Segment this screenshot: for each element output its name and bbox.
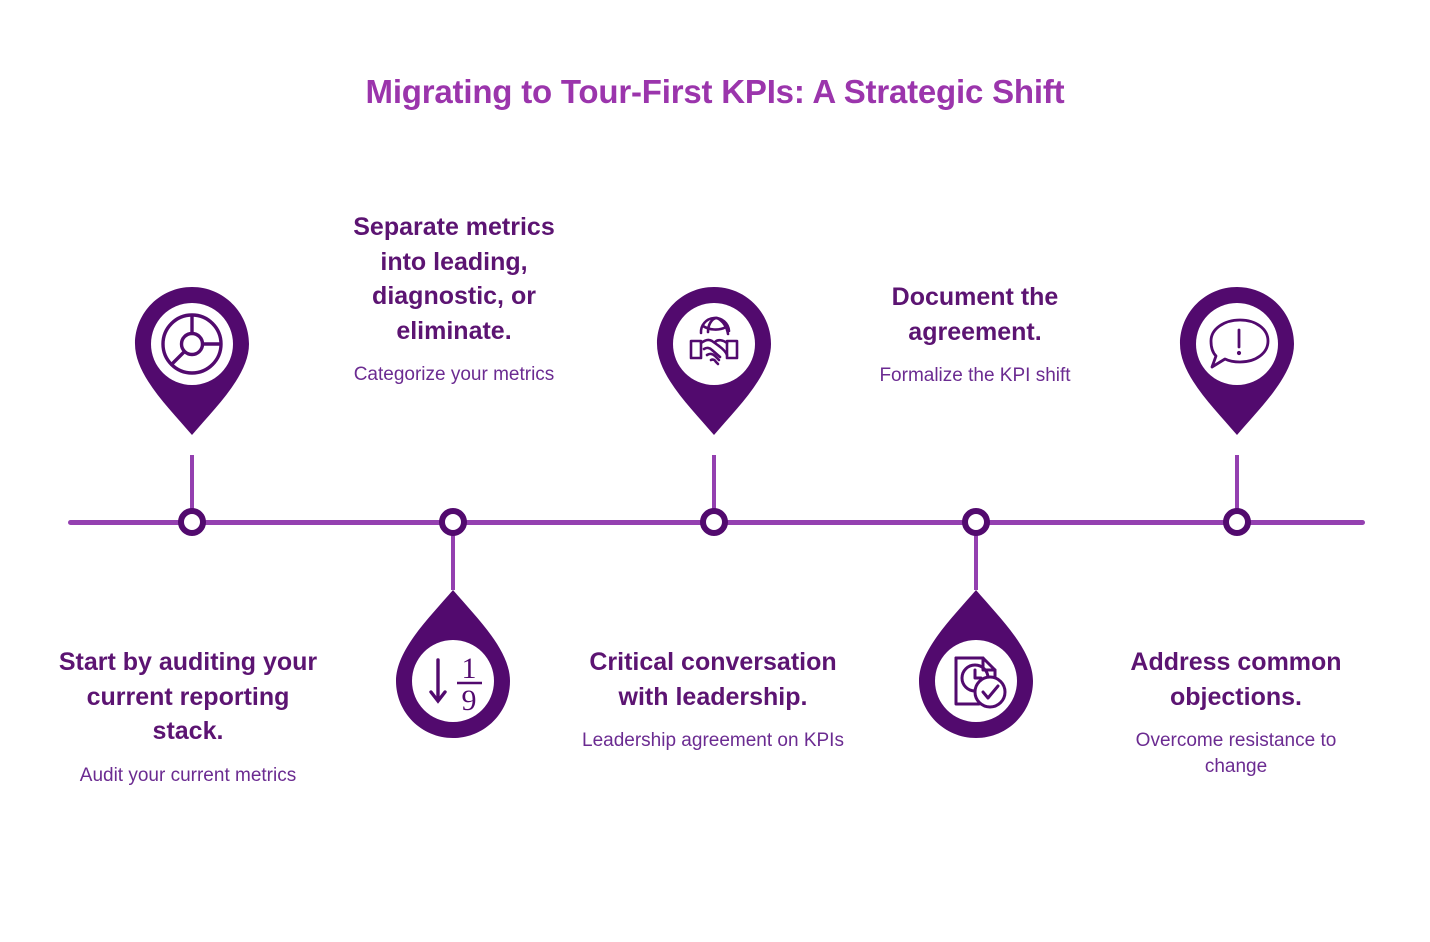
timeline-pin-2[interactable]: 1 9 — [394, 588, 512, 740]
timeline-pin-3[interactable] — [655, 285, 773, 437]
timeline-text-block-2: Separate metrics into leading, diagnosti… — [327, 210, 581, 388]
timeline-node-3[interactable] — [700, 508, 728, 536]
timeline-text-block-3: Critical conversation with leadership. L… — [576, 645, 850, 754]
timeline-text-block-4: Document the agreement. Formalize the KP… — [851, 280, 1099, 389]
timeline-text-block-1: Start by auditing your current reporting… — [52, 645, 324, 788]
timeline-pin-4[interactable] — [917, 588, 1035, 740]
pin-inner-circle-icon — [412, 640, 494, 722]
timeline-node-2[interactable] — [439, 508, 467, 536]
pin-inner-circle-icon — [935, 640, 1017, 722]
icon-denominator-label: 9 — [462, 684, 477, 717]
step-heading-3: Critical conversation with leadership. — [589, 648, 837, 711]
step-heading-5: Address common objections. — [1130, 648, 1342, 711]
pin-inner-circle-icon — [1196, 303, 1278, 385]
donut-chart-icon — [161, 313, 223, 375]
sort-descending-icon — [429, 658, 447, 704]
page-title: Migrating to Tour-First KPIs: A Strategi… — [365, 73, 1065, 110]
step-subtitle-5: Overcome resistance to change — [1135, 730, 1337, 777]
timeline-stem-5 — [1235, 455, 1239, 523]
step-subtitle-1: Audit your current metrics — [79, 764, 297, 786]
timeline-stem-1 — [190, 455, 194, 523]
handshake-globe-icon — [689, 316, 739, 366]
timeline-stem-3 — [712, 455, 716, 523]
speech-bubble-exclamation-icon — [1209, 318, 1270, 369]
step-heading-2: Separate metrics into leading, diagnosti… — [353, 213, 555, 345]
step-heading-1: Start by auditing your current reporting… — [58, 648, 318, 745]
document-clock-check-icon — [954, 656, 1007, 709]
timeline-node-4[interactable] — [962, 508, 990, 536]
timeline-node-5[interactable] — [1223, 508, 1251, 536]
timeline-pin-5[interactable] — [1178, 285, 1296, 437]
timeline-stem-2 — [451, 522, 455, 590]
timeline-text-block-5: Address common objections. Overcome resi… — [1105, 645, 1367, 779]
step-subtitle-2: Categorize your metrics — [353, 364, 555, 385]
step-subtitle-4: Formalize the KPI shift — [879, 365, 1071, 386]
timeline-stem-4 — [974, 522, 978, 590]
step-subtitle-3: Leadership agreement on KPIs — [582, 730, 844, 751]
timeline-pin-1[interactable] — [133, 285, 251, 437]
icon-numerator-label: 1 — [462, 652, 477, 685]
timeline-node-1[interactable] — [178, 508, 206, 536]
step-heading-4: Document the agreement. — [891, 283, 1059, 346]
